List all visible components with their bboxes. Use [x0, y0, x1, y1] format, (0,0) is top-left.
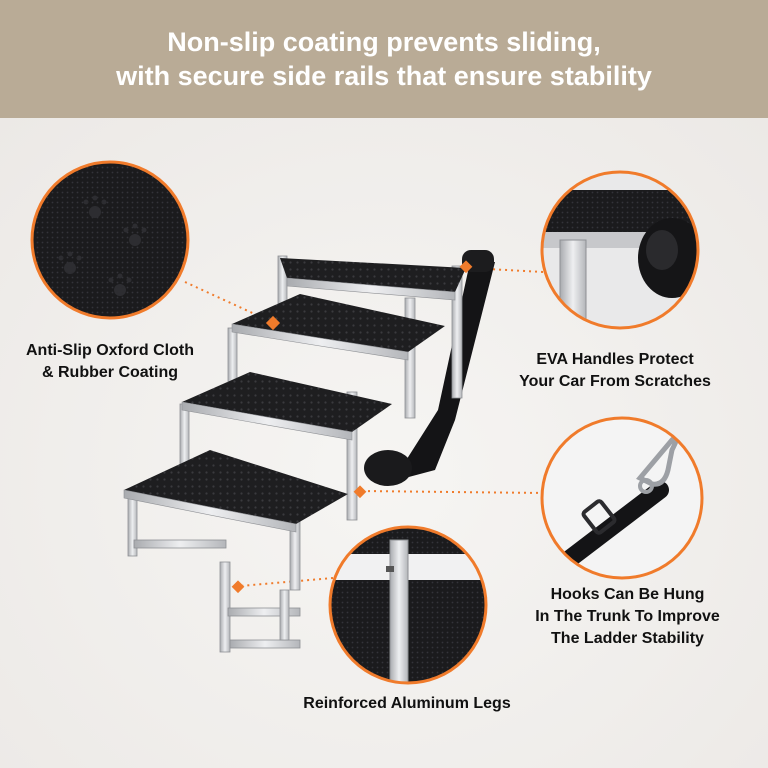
- crossbar: [133, 539, 227, 549]
- leg: [279, 589, 290, 641]
- crossbar: [229, 639, 301, 649]
- step-3: [231, 294, 445, 361]
- callout-eva: EVA Handles Protect Your Car From Scratc…: [500, 349, 730, 393]
- callout-hooks-line-1: Hooks Can Be Hung: [550, 586, 705, 603]
- step-4: [280, 258, 466, 301]
- callout-oxford-line-2: & Rubber Coating: [42, 364, 178, 381]
- callout-eva-line-2: Your Car From Scratches: [519, 373, 711, 390]
- marker-eva: [459, 260, 473, 274]
- callout-oxford-line-1: Anti-Slip Oxford Cloth: [26, 342, 194, 359]
- aluminum-leg-icon: [330, 527, 486, 683]
- strap: [405, 262, 495, 478]
- carabiner-hook-icon: [542, 418, 702, 578]
- detail-circle-legs: [328, 525, 488, 685]
- paw-print-texture-icon: [58, 195, 147, 296]
- connector-hooks: [359, 490, 545, 494]
- crossbar: [227, 607, 301, 617]
- connector-legs: [239, 577, 334, 587]
- leg: [219, 561, 231, 653]
- detail-circle-eva: [540, 170, 700, 330]
- callout-legs-line-1: Reinforced Aluminum Legs: [303, 695, 511, 712]
- callout-legs: Reinforced Aluminum Legs: [262, 693, 552, 715]
- pet-stairs: [123, 250, 495, 653]
- leg: [451, 265, 463, 399]
- strap-pad: [364, 450, 412, 486]
- detail-circle-oxford: [30, 160, 190, 320]
- banner-line-2: with secure side rails that ensure stabi…: [116, 61, 652, 91]
- step-2: [181, 372, 392, 441]
- callout-oxford: Anti-Slip Oxford Cloth & Rubber Coating: [10, 340, 210, 384]
- marker-oxford: [265, 315, 281, 331]
- callout-hooks: Hooks Can Be Hung In The Trunk To Improv…: [515, 584, 740, 650]
- handle-icon: [542, 172, 698, 328]
- callout-eva-line-1: EVA Handles Protect: [536, 351, 694, 368]
- callout-hooks-line-3: The Ladder Stability: [551, 630, 704, 647]
- detail-circle-hooks: [540, 416, 704, 580]
- marker-hooks: [353, 485, 367, 499]
- leg: [346, 391, 358, 521]
- header-banner: Non-slip coating prevents sliding, with …: [0, 0, 768, 118]
- banner-line-1: Non-slip coating prevents sliding,: [167, 27, 601, 57]
- marker-legs: [231, 580, 245, 594]
- callout-hooks-line-2: In The Trunk To Improve: [535, 608, 720, 625]
- step-1: [123, 450, 348, 533]
